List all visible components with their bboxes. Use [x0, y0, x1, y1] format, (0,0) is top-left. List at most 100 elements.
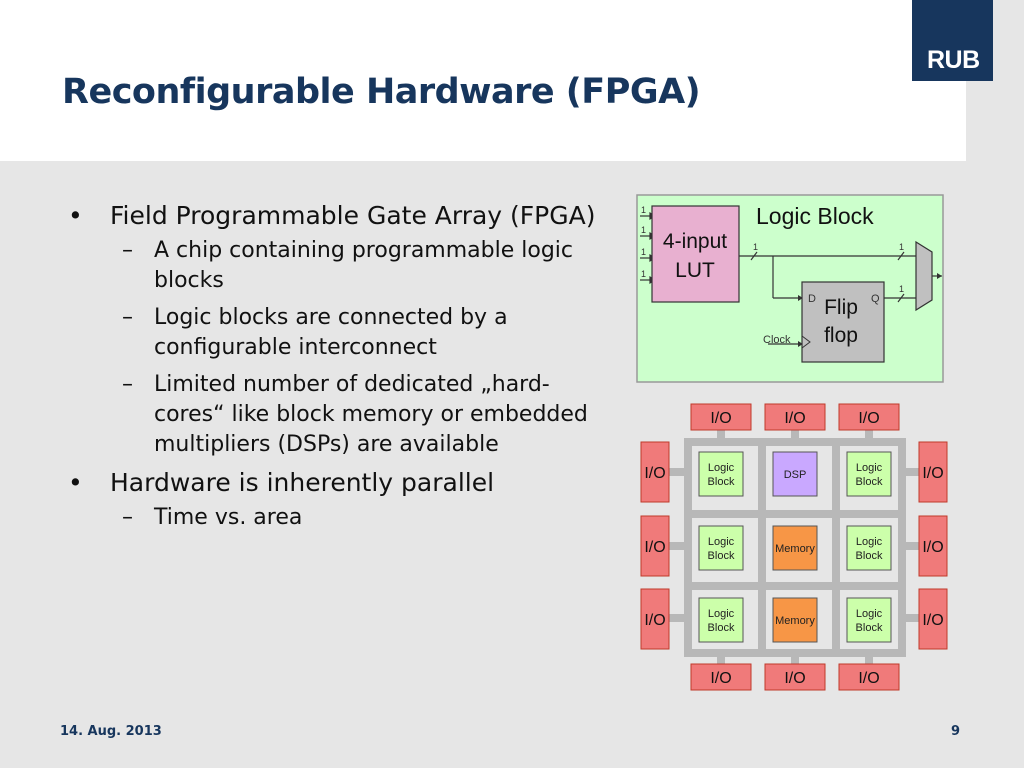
logic-cell — [698, 451, 744, 497]
io-connection — [717, 430, 725, 440]
routing-track — [684, 438, 692, 657]
sub-bullet-item: Time vs. area — [68, 503, 608, 533]
lut-label-line1: 4-input — [663, 230, 727, 253]
io-block — [690, 663, 752, 691]
io-block — [838, 663, 900, 691]
io-connection — [668, 542, 686, 550]
io-connection — [904, 468, 922, 476]
cell-label: Block — [856, 476, 883, 488]
io-connection — [904, 614, 922, 622]
bullet-item: Field Programmable Gate Array (FPGA) A c… — [68, 200, 608, 460]
pin-q-label: Q — [871, 293, 880, 305]
cell-label: Logic — [856, 462, 883, 474]
fabric-cells: LogicBlockDSPLogicBlockLogicBlockMemoryL… — [698, 451, 892, 643]
routing-track — [832, 438, 840, 657]
io-connection — [717, 655, 725, 665]
output-multiplexer — [915, 240, 933, 312]
logic-block-diagram: Logic Block 1 1 1 1 4-input LUT 1 1 — [636, 194, 944, 383]
lut-block — [651, 205, 740, 303]
cell-label: Block — [856, 550, 883, 562]
io-label: I/O — [858, 670, 879, 687]
cell-label: Logic — [708, 462, 735, 474]
routing-track — [684, 438, 906, 446]
input-width-labels: 1 1 1 1 — [641, 205, 646, 279]
io-block — [764, 403, 826, 431]
width-label: 1 — [641, 205, 646, 215]
io-connection — [668, 468, 686, 476]
routing-track — [758, 438, 766, 657]
io-connection — [904, 542, 922, 550]
width-label: 1 — [899, 242, 904, 252]
bullet-text: Field Programmable Gate Array (FPGA) — [110, 201, 596, 230]
io-block — [640, 515, 670, 577]
routing-wires — [668, 430, 922, 665]
io-label: I/O — [922, 465, 943, 482]
io-label: I/O — [644, 539, 665, 556]
slide-header — [0, 0, 966, 161]
io-label: I/O — [784, 410, 805, 427]
width-label: 1 — [641, 247, 646, 257]
sub-bullet-item: A chip containing programmable logic blo… — [68, 236, 608, 296]
sub-bullet-item: Limited number of dedicated „hard-cores“… — [68, 370, 608, 460]
page-number: 9 — [951, 724, 961, 739]
clock-label: Clock — [763, 334, 791, 346]
cell-label: Logic — [708, 536, 735, 548]
io-connection — [791, 430, 799, 440]
io-connection — [791, 655, 799, 665]
flip-flop-block — [801, 281, 885, 363]
memory-cell — [772, 525, 818, 571]
cell-label: Logic — [708, 608, 735, 620]
footer-date: 14. Aug. 2013 — [60, 724, 162, 739]
logic-block-title: Logic Block — [756, 203, 874, 229]
sub-bullet-item: Logic blocks are connected by a configur… — [68, 303, 608, 363]
cell-label: Block — [708, 622, 735, 634]
lut-label-line2: LUT — [675, 259, 715, 282]
io-label: I/O — [710, 670, 731, 687]
io-label: I/O — [922, 539, 943, 556]
io-block — [690, 403, 752, 431]
wire-width-labels: 1 1 1 — [753, 242, 904, 294]
cell-label: DSP — [784, 469, 807, 481]
dsp-cell — [772, 451, 818, 497]
pin-d-label: D — [808, 293, 816, 305]
routing-track — [898, 438, 906, 657]
cell-label: Logic — [856, 536, 883, 548]
cell-label: Block — [708, 550, 735, 562]
logic-cell — [698, 597, 744, 643]
io-connection — [865, 655, 873, 665]
io-block — [918, 441, 948, 503]
logic-cell — [698, 525, 744, 571]
cell-label: Block — [708, 476, 735, 488]
width-label: 1 — [641, 269, 646, 279]
routing-track — [684, 649, 906, 657]
bullet-list: Field Programmable Gate Array (FPGA) A c… — [68, 200, 608, 533]
clock-triangle — [801, 335, 811, 349]
memory-cell — [772, 597, 818, 643]
bullet-text: Hardware is inherently parallel — [110, 468, 495, 497]
cell-label: Memory — [775, 615, 815, 627]
sub-bullet-list: A chip containing programmable logic blo… — [68, 236, 608, 460]
routing-track — [684, 510, 906, 518]
flip-flop-label-line1: Flip — [824, 296, 858, 319]
width-label: 1 — [753, 242, 758, 252]
flip-flop-label-line2: flop — [824, 324, 858, 347]
logic-cell — [846, 597, 892, 643]
cell-label: Memory — [775, 543, 815, 555]
slide-title: Reconfigurable Hardware (FPGA) — [62, 72, 701, 112]
routing-track — [684, 582, 906, 590]
width-label: 1 — [899, 284, 904, 294]
io-block — [838, 403, 900, 431]
io-label: I/O — [858, 410, 879, 427]
io-label: I/O — [644, 612, 665, 629]
io-connection — [668, 614, 686, 622]
rub-logo: RUB — [912, 0, 993, 81]
cell-label: Block — [856, 622, 883, 634]
io-block — [640, 588, 670, 650]
bullet-content: Field Programmable Gate Array (FPGA) A c… — [68, 200, 608, 540]
logic-cell — [846, 451, 892, 497]
width-label: 1 — [641, 225, 646, 235]
io-block — [918, 515, 948, 577]
io-block — [918, 588, 948, 650]
io-label: I/O — [710, 410, 731, 427]
